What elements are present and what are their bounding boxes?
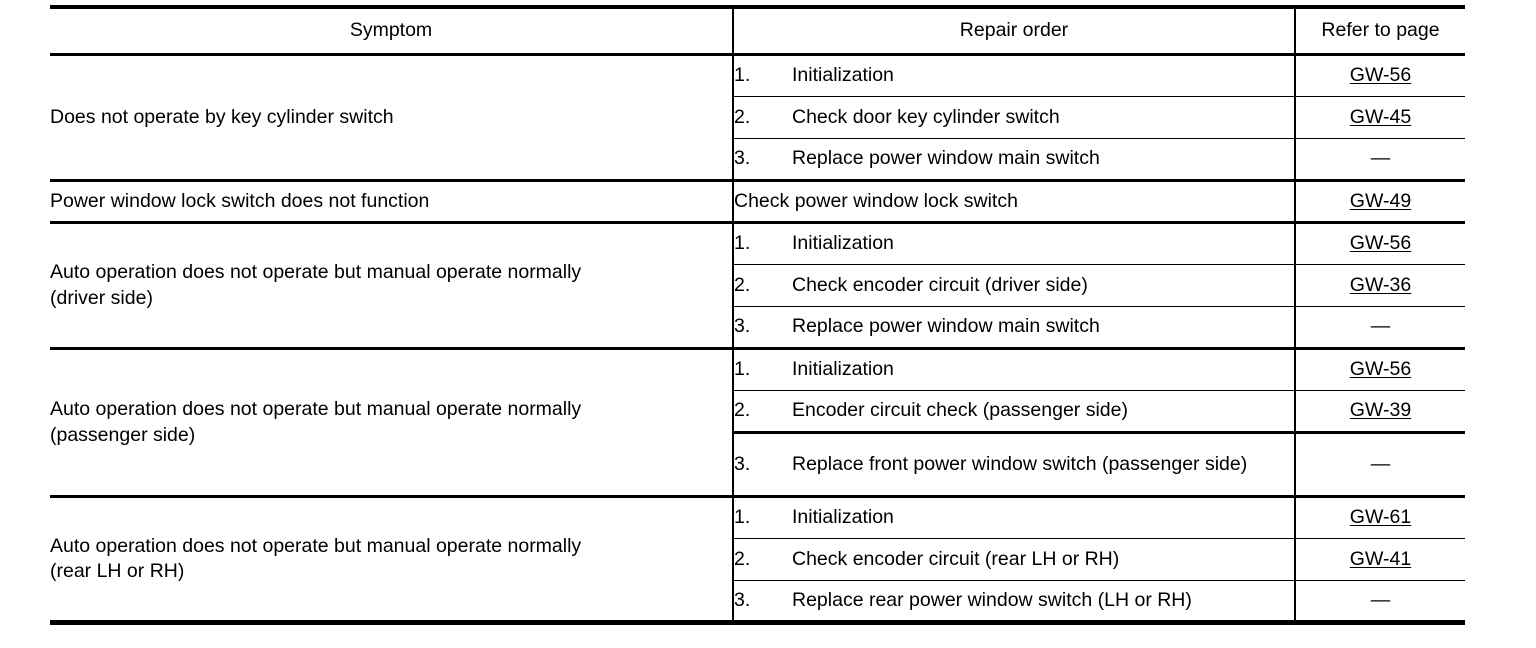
step-text: Check encoder circuit (driver side) [792,273,1088,296]
symptom-line-2: (driver side) [50,286,153,309]
step-number: 1. [734,64,751,87]
step-number: 3. [734,588,751,611]
step-text: Replace power window main switch [792,147,1100,170]
symptom-line-1: Auto operation does not operate but manu… [50,534,582,557]
symptom-line-2: (passenger side) [50,423,196,446]
repair-step-cell: 2. Check encoder circuit (rear LH or RH) [732,538,1295,581]
page-link[interactable]: GW-56 [1349,232,1412,255]
page-none-dash: — [1370,147,1391,170]
refer-page-cell: GW-41 [1294,538,1465,581]
symptom-line-1: Auto operation does not operate but manu… [50,398,582,421]
table-header: Symptom Repair order Refer to page [50,5,1465,55]
step-text: Replace rear power window switch (LH or … [792,588,1192,611]
page-link[interactable]: GW-45 [1349,105,1412,128]
table-row: Auto operation does not operate but manu… [50,221,1465,349]
symptom-repair-table: Symptom Repair order Refer to page Does … [50,5,1465,625]
table-row: Auto operation does not operate but manu… [50,347,1465,497]
repair-step-cell: 3. Replace front power window switch (pa… [732,431,1295,497]
table-row: 2. Check encoder circuit (rear LH or RH)… [50,538,1465,581]
refer-page-cell: GW-56 [1294,221,1465,265]
repair-step-cell: 1. Initialization [732,221,1295,265]
refer-page-cell: — [1294,580,1465,625]
table-row: 2. Encoder circuit check (passenger side… [50,390,1465,433]
table-row: 3. Replace power window main switch — [50,306,1465,349]
symptom-cell: Does not operate by key cylinder switch [50,53,733,181]
symptom-cell: Auto operation does not operate but manu… [50,347,733,497]
step-number: 2. [734,273,751,296]
column-header-symptom: Symptom [50,5,733,55]
step-number: 2. [734,399,751,422]
refer-page-cell: GW-61 [1294,495,1465,539]
table-row: Does not operate by key cylinder switch … [50,53,1465,181]
step-text: Replace front power window switch (passe… [792,452,1248,475]
page-link[interactable]: GW-41 [1349,547,1412,570]
step-text: Initialization [792,506,894,529]
column-header-repair-order: Repair order [732,5,1295,55]
refer-page-cell: GW-45 [1294,96,1465,139]
page-link[interactable]: GW-56 [1349,64,1412,87]
refer-page-cell: GW-36 [1294,264,1465,307]
header-row: Symptom Repair order Refer to page [50,5,1465,55]
table-body: Does not operate by key cylinder switch … [50,53,1465,625]
symptom-cell: Power window lock switch does not functi… [50,179,733,223]
refer-page-cell: — [1294,306,1465,349]
page-none-dash: — [1370,452,1391,475]
refer-page-cell: GW-56 [1294,53,1465,97]
step-text: Check encoder circuit (rear LH or RH) [792,547,1120,570]
repair-step-cell: 1. Initialization [732,53,1295,97]
step-number: 1. [734,506,751,529]
page-link[interactable]: GW-39 [1349,399,1412,422]
table-row: 3. Replace power window main switch — [50,138,1465,181]
table-row: 3. Replace front power window switch (pa… [50,431,1465,497]
refer-page-cell: — [1294,431,1465,497]
repair-step-cell: 1. Initialization [732,347,1295,391]
column-header-refer-to-page: Refer to page [1294,5,1465,55]
step-text: Initialization [792,358,894,381]
page-link[interactable]: GW-61 [1349,506,1412,529]
step-number: 3. [734,147,751,170]
table-row: 2. Check encoder circuit (driver side) G… [50,264,1465,307]
table-row: Power window lock switch does not functi… [50,179,1465,223]
repair-step-cell: 3. Replace power window main switch [732,138,1295,181]
step-number: 2. [734,105,751,128]
step-text: Check door key cylinder switch [792,105,1060,128]
repair-step-cell: Check power window lock switch [732,179,1295,223]
step-text: Initialization [792,232,894,255]
symptom-line-2: (rear LH or RH) [50,560,185,582]
table-row: 2. Check door key cylinder switch GW-45 [50,96,1465,139]
refer-page-cell: GW-39 [1294,390,1465,433]
page-none-dash: — [1370,315,1391,338]
table-row: 3. Replace rear power window switch (LH … [50,580,1465,625]
step-text: Replace power window main switch [792,315,1100,338]
table-row: Auto operation does not operate but manu… [50,495,1465,625]
page-link[interactable]: GW-56 [1349,358,1412,381]
repair-step-cell: 3. Replace power window main switch [732,306,1295,349]
repair-step-cell: 1. Initialization [732,495,1295,539]
page-link[interactable]: GW-36 [1349,273,1412,296]
symptom-line-1: Auto operation does not operate but manu… [50,261,582,284]
symptom-cell: Auto operation does not operate but manu… [50,221,733,349]
step-number: 2. [734,547,751,570]
page-none-dash: — [1370,588,1391,611]
symptom-cell: Auto operation does not operate but manu… [50,495,733,625]
step-number: 1. [734,358,751,381]
repair-step-cell: 2. Check door key cylinder switch [732,96,1295,139]
refer-page-cell: — [1294,138,1465,181]
step-number: 3. [734,315,751,338]
refer-page-cell: GW-56 [1294,347,1465,391]
step-number: 1. [734,232,751,255]
step-text: Initialization [792,64,894,87]
page-link[interactable]: GW-49 [1349,189,1412,212]
step-text: Check power window lock switch [734,189,1018,212]
refer-page-cell: GW-49 [1294,179,1465,223]
step-number: 3. [734,452,751,475]
repair-step-cell: 3. Replace rear power window switch (LH … [732,580,1295,625]
repair-step-cell: 2. Encoder circuit check (passenger side… [732,390,1295,433]
repair-step-cell: 2. Check encoder circuit (driver side) [732,264,1295,307]
step-text: Encoder circuit check (passenger side) [792,399,1128,422]
